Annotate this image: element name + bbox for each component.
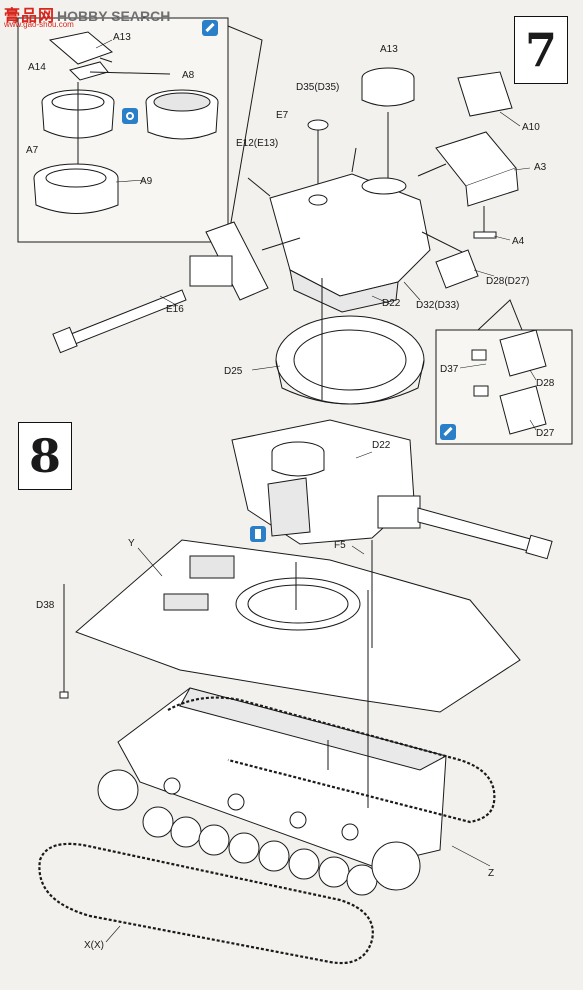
track-x bbox=[38, 696, 496, 965]
watermark-url: www.gao-shou.com bbox=[4, 20, 74, 29]
label-d27: D27 bbox=[536, 428, 555, 439]
label-a7: A7 bbox=[26, 145, 39, 156]
label-d22-top: D22 bbox=[382, 298, 401, 309]
label-d32: D32(D33) bbox=[416, 300, 460, 311]
label-a10: A10 bbox=[522, 122, 540, 133]
label-a13: A13 bbox=[380, 44, 398, 55]
label-d35: D35(D35) bbox=[296, 82, 340, 93]
photo-etch-icon bbox=[250, 526, 266, 542]
cement-icon-inset bbox=[440, 424, 456, 440]
label-d37: D37 bbox=[440, 364, 459, 375]
label-e7: E7 bbox=[276, 110, 289, 121]
label-x: X(X) bbox=[84, 940, 104, 951]
label-a8: A8 bbox=[182, 70, 195, 81]
label-a4: A4 bbox=[512, 236, 525, 247]
leader-lines bbox=[95, 39, 537, 943]
label-a3: A3 bbox=[534, 162, 547, 173]
watermark-en: HOBBY SEARCH bbox=[57, 8, 171, 24]
option-parts-icon bbox=[122, 108, 138, 124]
antenna-d38 bbox=[59, 584, 69, 699]
label-d22-bottom: D22 bbox=[372, 440, 391, 451]
cement-icon bbox=[202, 20, 218, 36]
label-a13-inset: A13 bbox=[113, 32, 131, 43]
road-wheels bbox=[97, 769, 421, 896]
inset-cupola-detail bbox=[17, 17, 263, 243]
label-d28: D28 bbox=[536, 378, 555, 389]
label-y: Y bbox=[128, 538, 135, 549]
turret-d22-mounted bbox=[231, 419, 553, 560]
hull-lower bbox=[117, 590, 448, 867]
turret-ring-d25 bbox=[275, 278, 425, 405]
label-z: Z bbox=[488, 868, 495, 879]
hull-upper bbox=[75, 539, 521, 713]
label-d28-d27: D28(D27) bbox=[486, 276, 530, 287]
label-a14: A14 bbox=[28, 62, 46, 73]
label-e12: E12(E13) bbox=[236, 138, 279, 149]
step-7-number: 7 bbox=[514, 16, 568, 84]
label-d25: D25 bbox=[224, 366, 243, 377]
label-a9: A9 bbox=[140, 176, 153, 187]
inset-periscope-detail bbox=[435, 299, 573, 445]
step-8-number: 8 bbox=[18, 422, 72, 490]
turret-assembly bbox=[52, 67, 519, 354]
label-d38: D38 bbox=[36, 600, 55, 611]
label-f5: F5 bbox=[334, 540, 346, 551]
label-e16: E16 bbox=[166, 304, 184, 315]
watermark-cn: 膏品网 bbox=[4, 8, 56, 25]
